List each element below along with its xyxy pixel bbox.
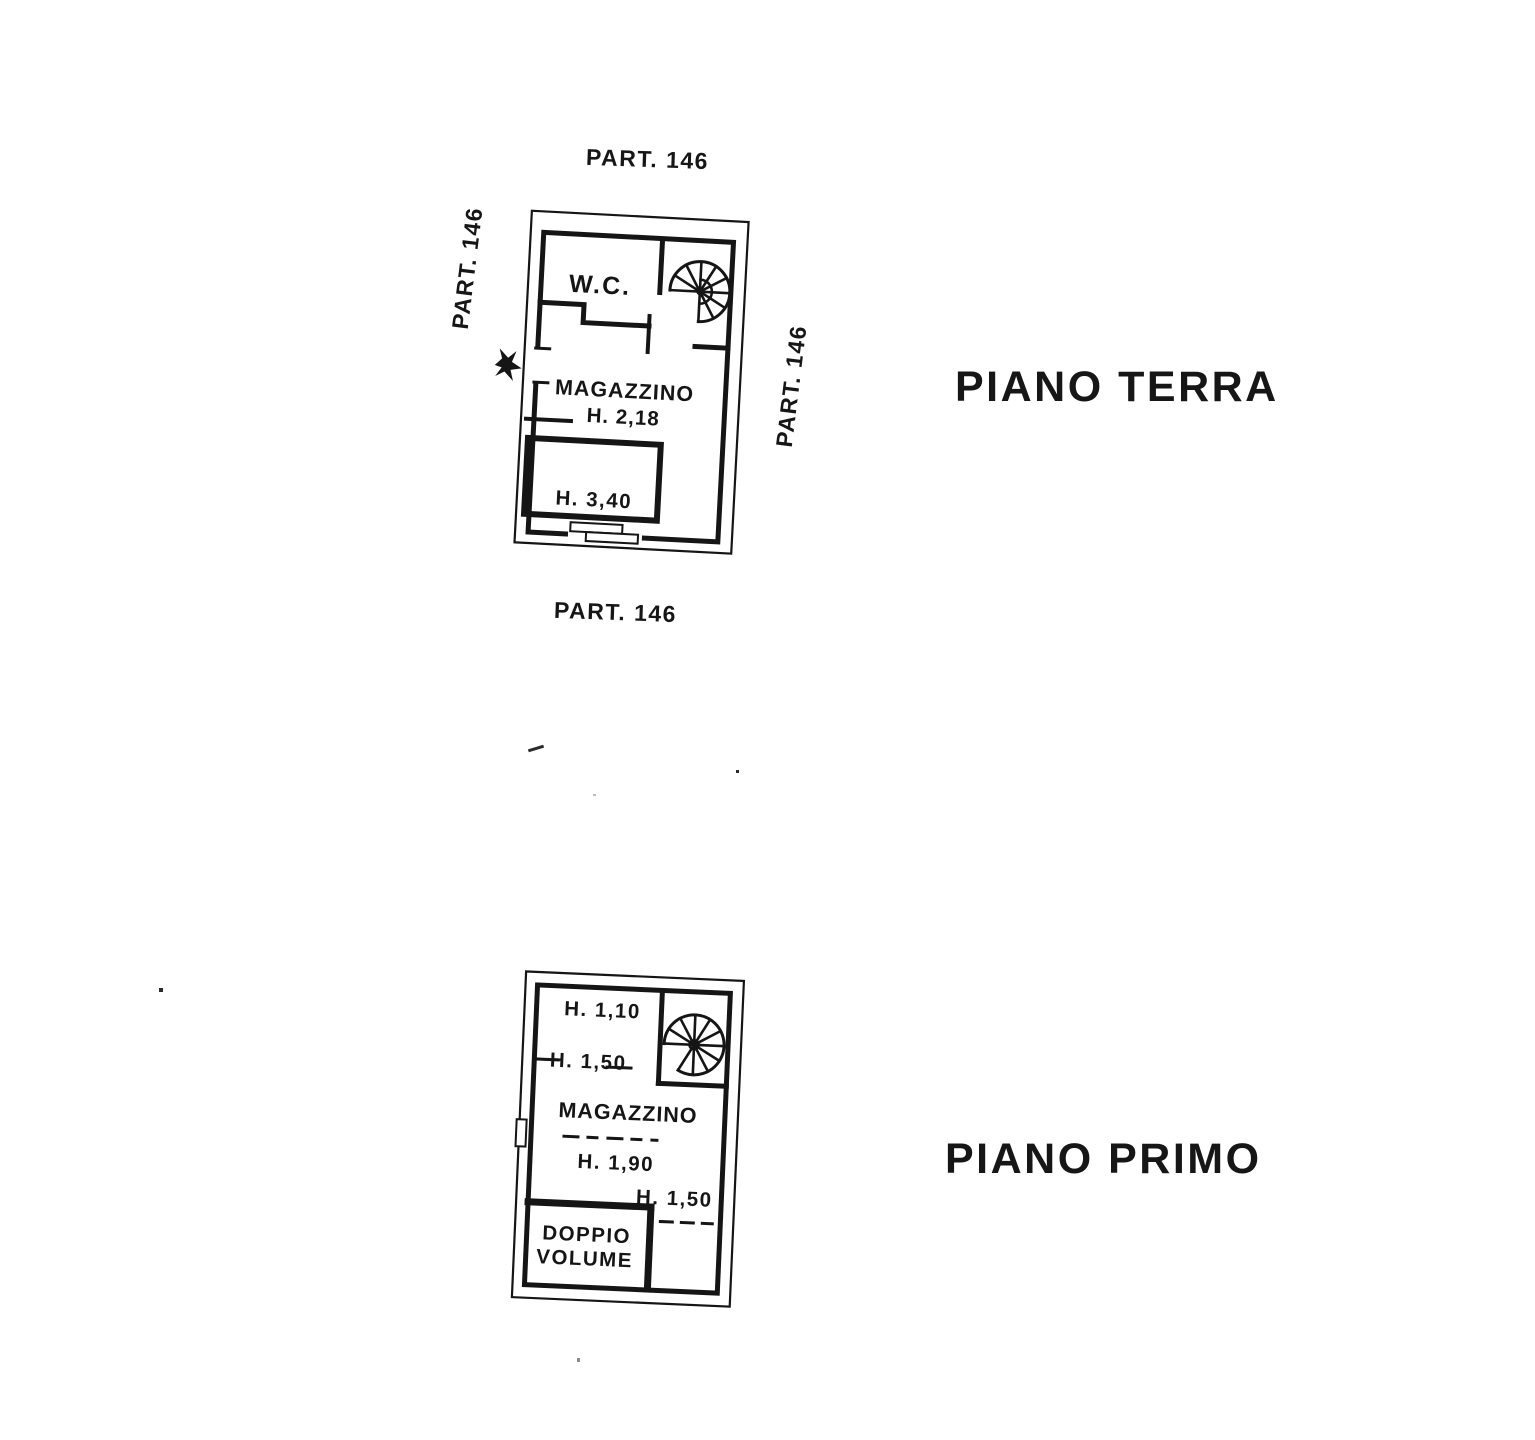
- wall-door-jamb: [645, 313, 652, 355]
- ground-floor-plan: W.C. MAGAZZINO H. 2,18 H. 3,40: [494, 209, 750, 555]
- floor-title-ground: PIANO TERRA: [955, 363, 1279, 411]
- scan-speck: [159, 988, 163, 992]
- door-jamb-top: [534, 346, 552, 351]
- leader-line-right: [605, 1065, 633, 1070]
- scan-speck: [736, 770, 739, 773]
- parcel-label-bottom: PART. 146: [553, 596, 678, 628]
- floor-title-first: PIANO PRIMO: [945, 1135, 1262, 1183]
- scan-speck: [577, 1358, 580, 1362]
- parcel-label-top: PART. 146: [585, 143, 710, 175]
- height-label-magazzino: H. 2,18: [586, 404, 660, 431]
- first-floor-plan: H. 1,10 H. 1,50 MAGAZZINO H. 1,90 H. 1,5…: [510, 970, 746, 1308]
- wall-wc-stair: [657, 237, 666, 296]
- parcel-label-left: PART. 146: [446, 205, 488, 331]
- height-label-a: H. 1,10: [564, 997, 642, 1023]
- wall-stub-right: [692, 343, 731, 351]
- wall-doppio-right: [643, 1203, 655, 1293]
- wall-doppio-top: [524, 1198, 655, 1211]
- window-symbol: [514, 1118, 528, 1148]
- spiral-stair-icon: [668, 260, 732, 324]
- door-leaf-b: [584, 530, 640, 545]
- height-label-inner-room: H. 3,40: [555, 486, 633, 513]
- entrance-star-icon: [494, 348, 522, 381]
- height-label-b: H. 1,50: [549, 1049, 627, 1075]
- room-label-magazzino: MAGAZZINO: [554, 375, 694, 406]
- wall-stub-room: [523, 416, 574, 424]
- height-label-d: H. 1,50: [636, 1185, 714, 1211]
- wall-wc-bottom: [537, 299, 652, 329]
- scan-speck: [593, 794, 596, 796]
- room-label-magazzino: MAGAZZINO: [558, 1098, 698, 1128]
- door-jamb-bottom: [532, 380, 550, 385]
- dashed-line-upper: [562, 1134, 659, 1142]
- inner-room-wall: [520, 434, 664, 524]
- room-label-doppio-2: VOLUME: [536, 1245, 634, 1272]
- leader-line-left: [533, 1057, 560, 1062]
- outer-boundary: [513, 209, 750, 555]
- spiral-stair-icon: [662, 1013, 726, 1077]
- dashed-line-lower: [658, 1219, 714, 1226]
- perimeter-wall: [521, 982, 733, 1296]
- wall-stair-bottom: [655, 1080, 729, 1089]
- scan-speck: [527, 744, 545, 753]
- room-label-wc: W.C.: [568, 270, 632, 301]
- wall-stair-left: [655, 989, 665, 1086]
- room-label-doppio-1: DOPPIO: [542, 1221, 632, 1248]
- height-label-c: H. 1,90: [577, 1150, 655, 1176]
